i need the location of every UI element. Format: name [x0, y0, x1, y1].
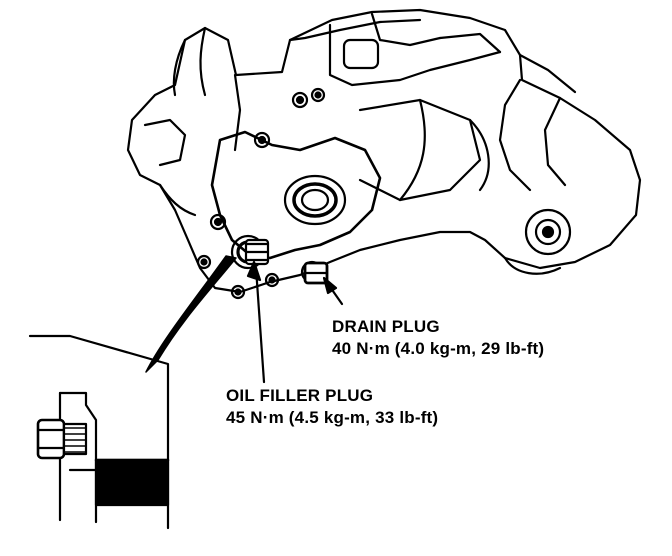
drain-plug-arrow — [322, 276, 344, 306]
oil-filler-plug-callout: OIL FILLER PLUG 45 N·m (4.5 kg-m, 33 lb-… — [226, 385, 438, 429]
drain-plug-torque: 40 N·m (4.0 kg-m, 29 lb-ft) — [332, 339, 545, 358]
oil-filler-plug-label: OIL FILLER PLUG — [226, 386, 374, 405]
filler-level-inset — [28, 334, 170, 530]
filler-plug-leader — [246, 260, 266, 384]
oil-filler-plug-torque: 45 N·m (4.5 kg-m, 33 lb-ft) — [226, 408, 439, 427]
drain-plug-label: DRAIN PLUG — [332, 317, 440, 336]
oil-stream — [145, 255, 237, 373]
drain-plug-callout: DRAIN PLUG 40 N·m (4.0 kg-m, 29 lb-ft) — [332, 316, 544, 360]
transmission-case — [126, 8, 642, 300]
